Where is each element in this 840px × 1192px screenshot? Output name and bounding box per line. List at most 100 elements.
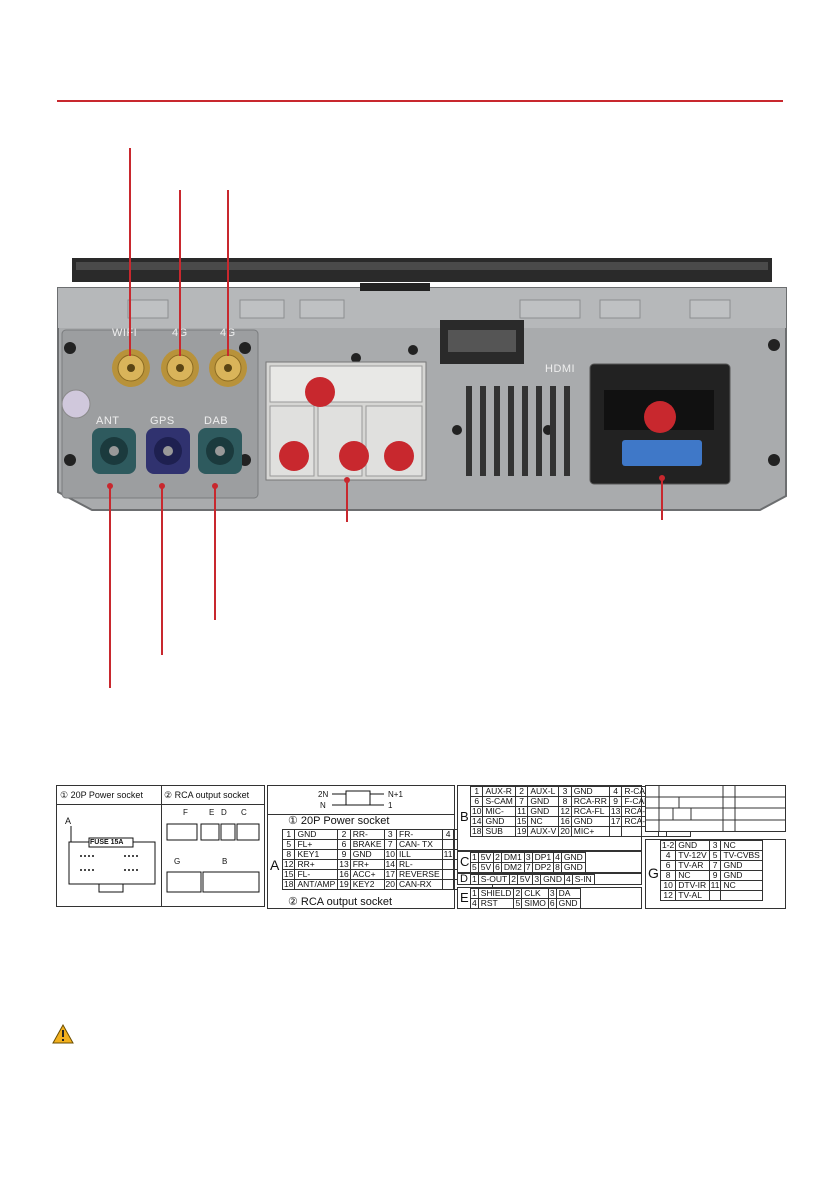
pinout-tables: ① 20P Power socket ② RCA output socket A… — [56, 785, 786, 909]
table-a-pin-number: 14 — [383, 859, 398, 870]
table-bcde-box: B 1AUX-R2AUX-L3GND4R-CAM5GND6S-CAM7GND8R… — [457, 785, 692, 909]
table-b-pin-number: 6 — [469, 796, 484, 807]
table-a-pin-signal: ANT/AMP — [294, 879, 339, 890]
table-a-pin-signal: FL- — [294, 869, 339, 880]
table-g-pin-signal: TV-12V — [675, 850, 710, 861]
table-a-pin-number: 2 — [337, 829, 351, 840]
table-a-pin-number — [441, 839, 455, 850]
table-c-pin-signal: 5V — [477, 862, 495, 873]
table-g-pin-signal: TV-AR — [675, 860, 710, 871]
table-d-pin-signal: S-IN — [571, 874, 595, 885]
ant-label: ANT — [96, 415, 120, 427]
table-g-pin-number: 12 — [659, 890, 677, 901]
table-a-pin-signal: RL- — [396, 859, 443, 870]
table-e-pin-number: 6 — [547, 898, 557, 909]
dab-label: DAB — [204, 415, 228, 427]
table-g-pin-signal: NC — [720, 840, 763, 851]
legend-n: N — [320, 801, 326, 810]
table-b-pin-signal: GND — [482, 816, 516, 827]
warning-icon — [52, 1024, 74, 1044]
table-b-pin-number: 4 — [608, 786, 623, 797]
table-g-pin-signal: TV-AL — [675, 890, 710, 901]
table-c-pin-number: 4 — [553, 852, 562, 863]
table-a-pin-number: 12 — [281, 859, 296, 870]
table-b-pin-number: 12 — [558, 806, 572, 817]
legend-n-plus-1: N+1 — [388, 790, 403, 799]
table-e-pin-number: 2 — [513, 888, 523, 899]
table-d-letter: D — [460, 873, 468, 885]
table-c-pin-signal: GND — [560, 862, 586, 873]
table-b-pin-number: 1 — [469, 786, 484, 797]
table-b-pin-number: 9 — [608, 796, 623, 807]
table-a-pin-signal: RR+ — [294, 859, 339, 870]
table-a-pin-number — [441, 869, 455, 880]
table-b-pin-signal: GND — [527, 806, 560, 817]
table-b-pin-number — [608, 826, 623, 837]
table-b-pin-number: 7 — [514, 796, 529, 807]
table-b-pin-number: 15 — [514, 816, 529, 827]
rca-letter-e: E — [209, 808, 215, 817]
table-a-pin-signal: RR- — [349, 829, 385, 840]
table-e-pin-number: 3 — [547, 888, 557, 899]
table-b-pin-number: 18 — [469, 826, 484, 837]
table-a-pin-signal: KEY1 — [294, 849, 339, 860]
table-a-pin-signal: CAN-RX — [396, 879, 443, 890]
table-a-pin-number: 19 — [337, 879, 351, 890]
blank-grid — [645, 785, 786, 832]
table-a-pin-number: 17 — [383, 869, 398, 880]
header-rule — [57, 100, 783, 102]
table-a-pin-signal: ACC+ — [349, 869, 385, 880]
table-c-pin-number: 2 — [493, 852, 502, 863]
table-a-pin-number: 6 — [337, 839, 351, 850]
table-g-pin-number: 6 — [659, 860, 677, 871]
table-b-pin-number: 11 — [514, 806, 529, 817]
table-c-pin-signal: DP2 — [531, 862, 555, 873]
table-d-pin-number: 1 — [470, 874, 479, 885]
table-b-pin-signal: S-CAM — [482, 796, 516, 807]
table-b-pin-number: 17 — [608, 816, 623, 827]
table-b-letter: B — [460, 809, 469, 824]
table-b-pin-signal: SUB — [482, 826, 516, 837]
table-a-pin-number: 15 — [281, 869, 296, 880]
table-g-pin-number — [708, 890, 722, 901]
table-e-pin-number: 1 — [470, 888, 479, 899]
table-g-pin-number: 1-2 — [659, 840, 677, 851]
table-g-pin-signal: GND — [720, 860, 763, 871]
table-a-pin-number: 18 — [281, 879, 296, 890]
table-d-pin-number: 2 — [509, 874, 518, 885]
table-c-pin-signal: DM2 — [500, 862, 525, 873]
table-g-pin-signal: NC — [720, 880, 763, 891]
table-a-pin-number: 10 — [383, 849, 398, 860]
fuse-label: FUSE 15A — [90, 839, 124, 846]
table-b-pin-number: 8 — [558, 796, 572, 807]
table-c-pin-number: 6 — [493, 862, 502, 873]
table-d-pin-signal: 5V — [516, 874, 534, 885]
table-c-letter: C — [460, 854, 470, 869]
table-g-letter: G — [648, 865, 659, 881]
table-a-pin-number: 11 — [441, 849, 455, 860]
table-a-footer: ② RCA output socket — [288, 896, 393, 908]
legend-1: 1 — [388, 801, 393, 810]
table-a-pin-signal: FL+ — [294, 839, 339, 850]
table-b-pin-number: 20 — [558, 826, 572, 837]
table-a-pin-number: 3 — [383, 829, 398, 840]
table-c-pin-number: 5 — [470, 862, 479, 873]
table-c-pin-signal: DM1 — [500, 852, 525, 863]
table-e-letter: E — [460, 890, 469, 905]
table-e-pin-signal: GND — [555, 898, 581, 909]
table-a-pin-number — [441, 859, 455, 870]
table-e-pin-number: 5 — [513, 898, 523, 909]
table-c-pin-number: 1 — [470, 852, 479, 863]
